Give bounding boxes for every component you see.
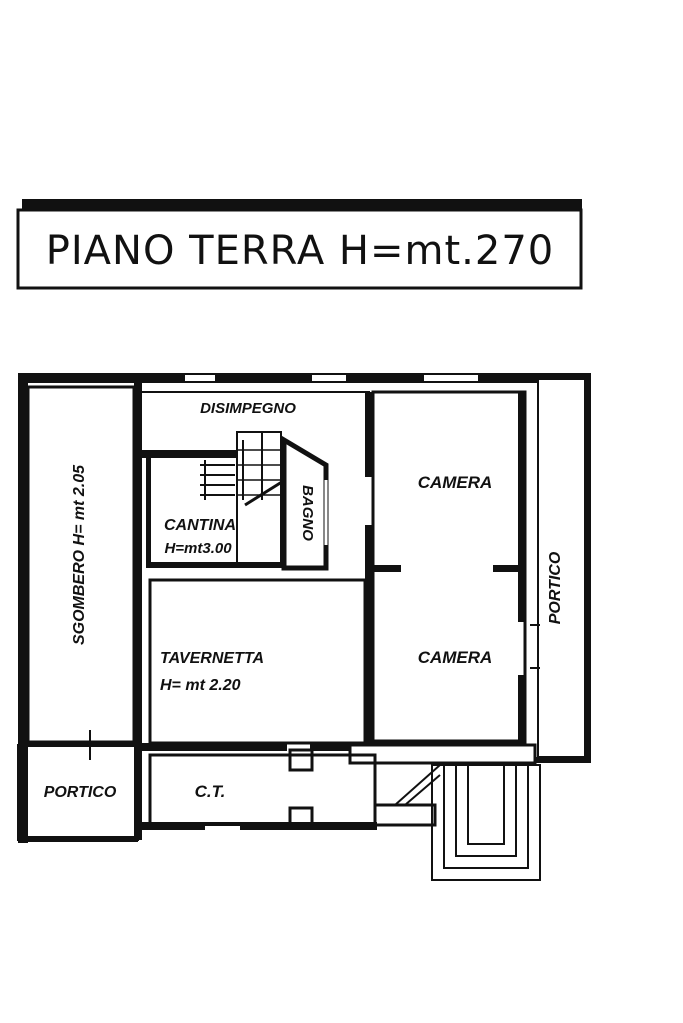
label-tavernetta: TAVERNETTA: [160, 650, 264, 667]
portico-left-area: [17, 744, 142, 841]
title-frame: [16, 208, 583, 290]
stairs-internal: [236, 431, 286, 568]
label-portico-left: PORTICO: [44, 784, 117, 801]
label-cantina: CANTINA: [164, 517, 236, 534]
label-portico-right: PORTICO: [547, 551, 564, 624]
label-ct: C.T.: [195, 782, 226, 801]
disimpegno-area: [142, 391, 373, 745]
stairs-external: [394, 764, 541, 881]
label-camera-bottom: CAMERA: [418, 648, 493, 667]
title-block: PIANO TERRA H=mt.270: [16, 199, 583, 290]
cantina-room: [142, 450, 286, 568]
camera-rooms: [371, 390, 527, 745]
label-tavernetta-height: H= mt 2.20: [160, 677, 241, 694]
bagno-room: [281, 435, 329, 571]
label-sgombero: SGOMBERO H= mt 2.05: [71, 464, 88, 645]
label-disimpegno: DISIMPEGNO: [200, 400, 296, 417]
outer-walls: [18, 373, 591, 843]
label-cantina-height: H=mt3.00: [164, 540, 232, 557]
tavernetta-room: [142, 578, 537, 765]
portico-right-area: [530, 378, 586, 758]
label-camera-top: CAMERA: [418, 473, 493, 492]
label-bagno: BAGNO: [299, 485, 316, 541]
title-bar: [22, 199, 582, 209]
plan-title: PIANO TERRA H=mt.270: [46, 228, 554, 274]
